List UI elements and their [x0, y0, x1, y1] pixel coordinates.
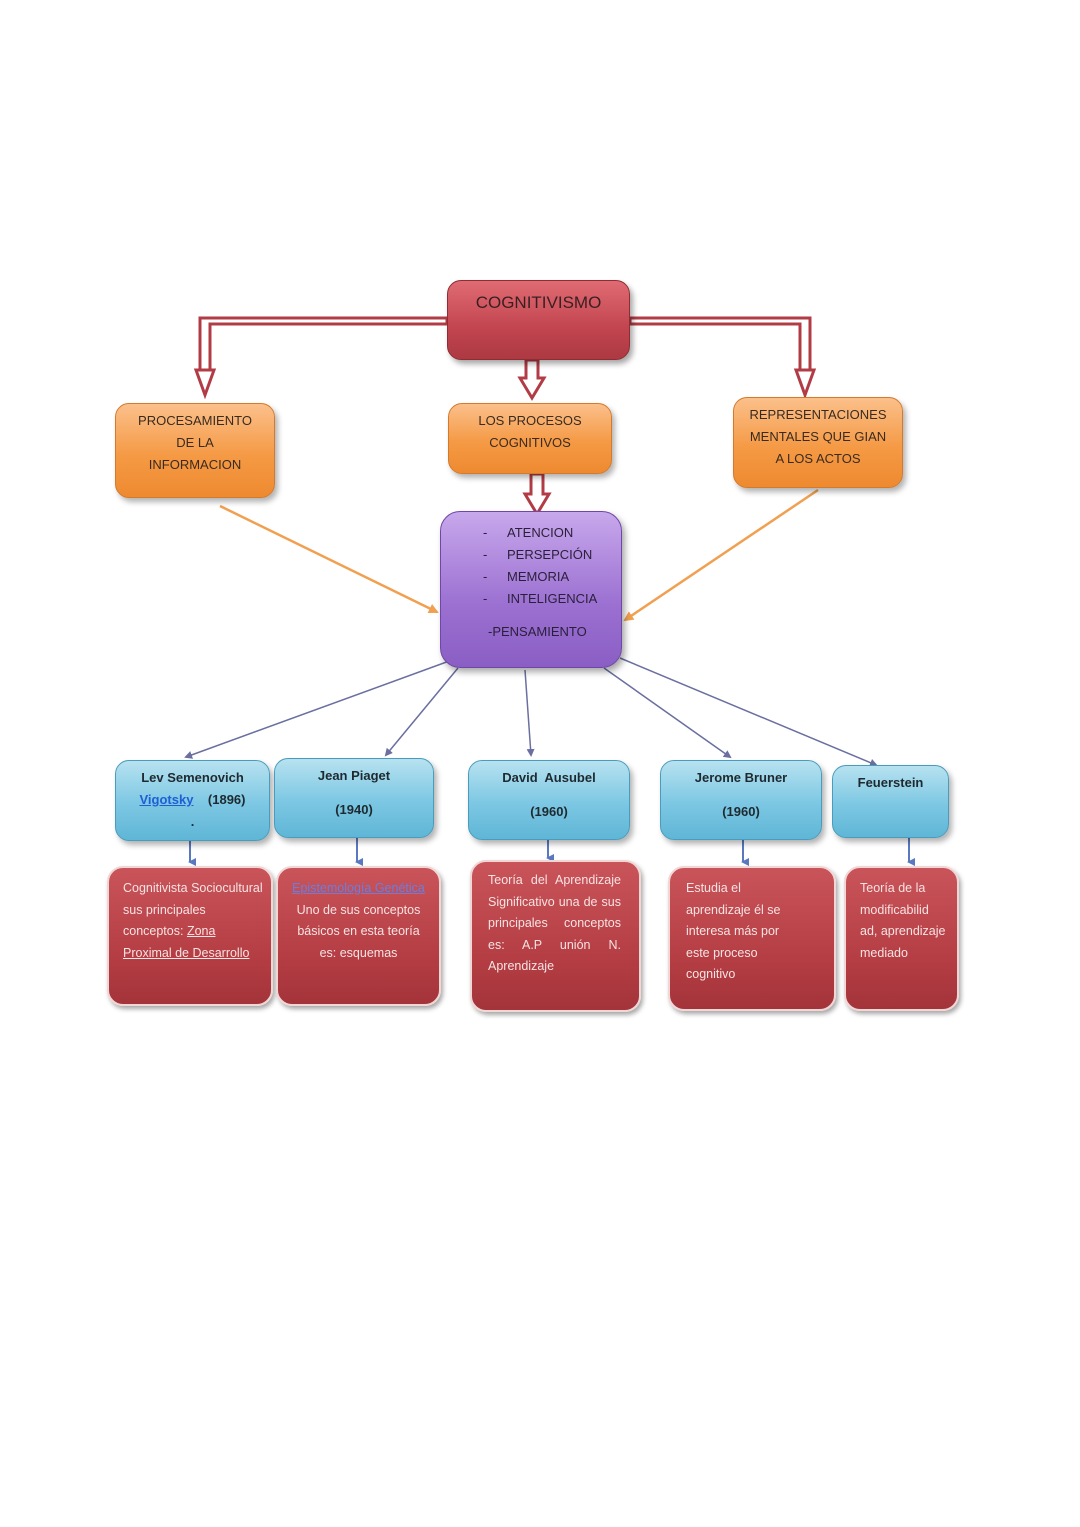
process-item-pensamiento: -PENSAMIENTO — [488, 624, 587, 639]
author-connectors — [184, 657, 878, 767]
detail-text: Teoría del Aprendizaje Significativo una… — [488, 873, 621, 973]
author-ausubel: David Ausubel (1960) — [468, 760, 630, 840]
author-feuerstein: Feuerstein — [832, 765, 949, 838]
node-representaciones: REPRESENTACIONES MENTALES QUE GIAN A LOS… — [733, 397, 903, 488]
author-year: (1960) — [722, 804, 760, 819]
process-item: INTELIGENCIA — [483, 588, 621, 610]
author-bruner: Jerome Bruner (1960) — [660, 760, 822, 840]
representaciones-line3: A LOS ACTOS — [775, 451, 861, 466]
author-piaget: Jean Piaget (1940) — [274, 758, 434, 838]
procesamiento-line2: DE LA — [176, 435, 214, 450]
detail-bruner: Estudia el aprendizaje él se interesa má… — [668, 866, 836, 1011]
author-name: Lev Semenovich — [141, 770, 244, 785]
detail-text: Uno de sus conceptos básicos en esta teo… — [296, 902, 421, 960]
arrow-repr-center — [623, 488, 819, 622]
detail-text: Cognitivista Sociocultural sus principal… — [123, 881, 263, 938]
root-connector — [193, 316, 817, 517]
author-name: Jerome Bruner — [694, 770, 788, 785]
process-item: PERSEPCIÓN — [483, 544, 621, 566]
detail-ausubel: Teoría del Aprendizaje Significativo una… — [470, 860, 641, 1012]
detail-text: Estudia el aprendizaje él se interesa má… — [686, 881, 781, 981]
arrow-proc-center — [219, 504, 439, 614]
detail-vigotsky: Cognitivista Sociocultural sus principal… — [107, 866, 273, 1006]
node-procesamiento: PROCESAMIENTO DE LA INFORMACION — [115, 403, 275, 498]
author-name: Feuerstein — [857, 775, 924, 790]
procesos-line2: COGNITIVOS — [489, 435, 571, 450]
detail-link-epistemologia[interactable]: Epistemología Genética — [292, 881, 425, 895]
detail-link-zona[interactable]: Zona — [186, 924, 216, 938]
representaciones-line1: REPRESENTACIONES — [749, 407, 887, 422]
root-node: COGNITIVISMO — [447, 280, 630, 360]
procesamiento-line3: INFORMACION — [148, 457, 242, 472]
detail-feuerstein: Teoría de la modificabilid ad, aprendiza… — [844, 866, 959, 1011]
process-item: ATENCION — [483, 522, 621, 544]
procesamiento-line1: PROCESAMIENTO — [138, 413, 252, 428]
author-name: Jean Piaget — [317, 768, 391, 783]
process-item: MEMORIA — [483, 566, 621, 588]
node-processes-list: ATENCION PERSEPCIÓN MEMORIA INTELIGENCIA… — [440, 511, 622, 668]
procesos-line1: LOS PROCESOS — [478, 413, 582, 428]
detail-text: Teoría de la modificabilid ad, aprendiza… — [860, 881, 946, 960]
author-link-vigotsky[interactable]: Vigotsky — [139, 792, 194, 807]
author-year: (1896) — [207, 792, 246, 807]
representaciones-line2: MENTALES QUE GIAN — [749, 429, 887, 444]
author-vigotsky: Lev Semenovich Vigotsky (1896) . — [115, 760, 270, 841]
author-year: (1960) — [530, 804, 568, 819]
root-label: COGNITIVISMO — [475, 293, 602, 312]
process-list: ATENCION PERSEPCIÓN MEMORIA INTELIGENCIA — [441, 512, 621, 610]
author-name: David Ausubel — [502, 770, 596, 785]
author-extra: . — [190, 814, 195, 829]
author-year: (1940) — [335, 802, 373, 817]
detail-piaget: Epistemología Genética Uno de sus concep… — [276, 866, 441, 1006]
node-procesos: LOS PROCESOS COGNITIVOS — [448, 403, 612, 474]
detail-link-zpd[interactable]: Proximal de Desarrollo — [123, 945, 250, 960]
